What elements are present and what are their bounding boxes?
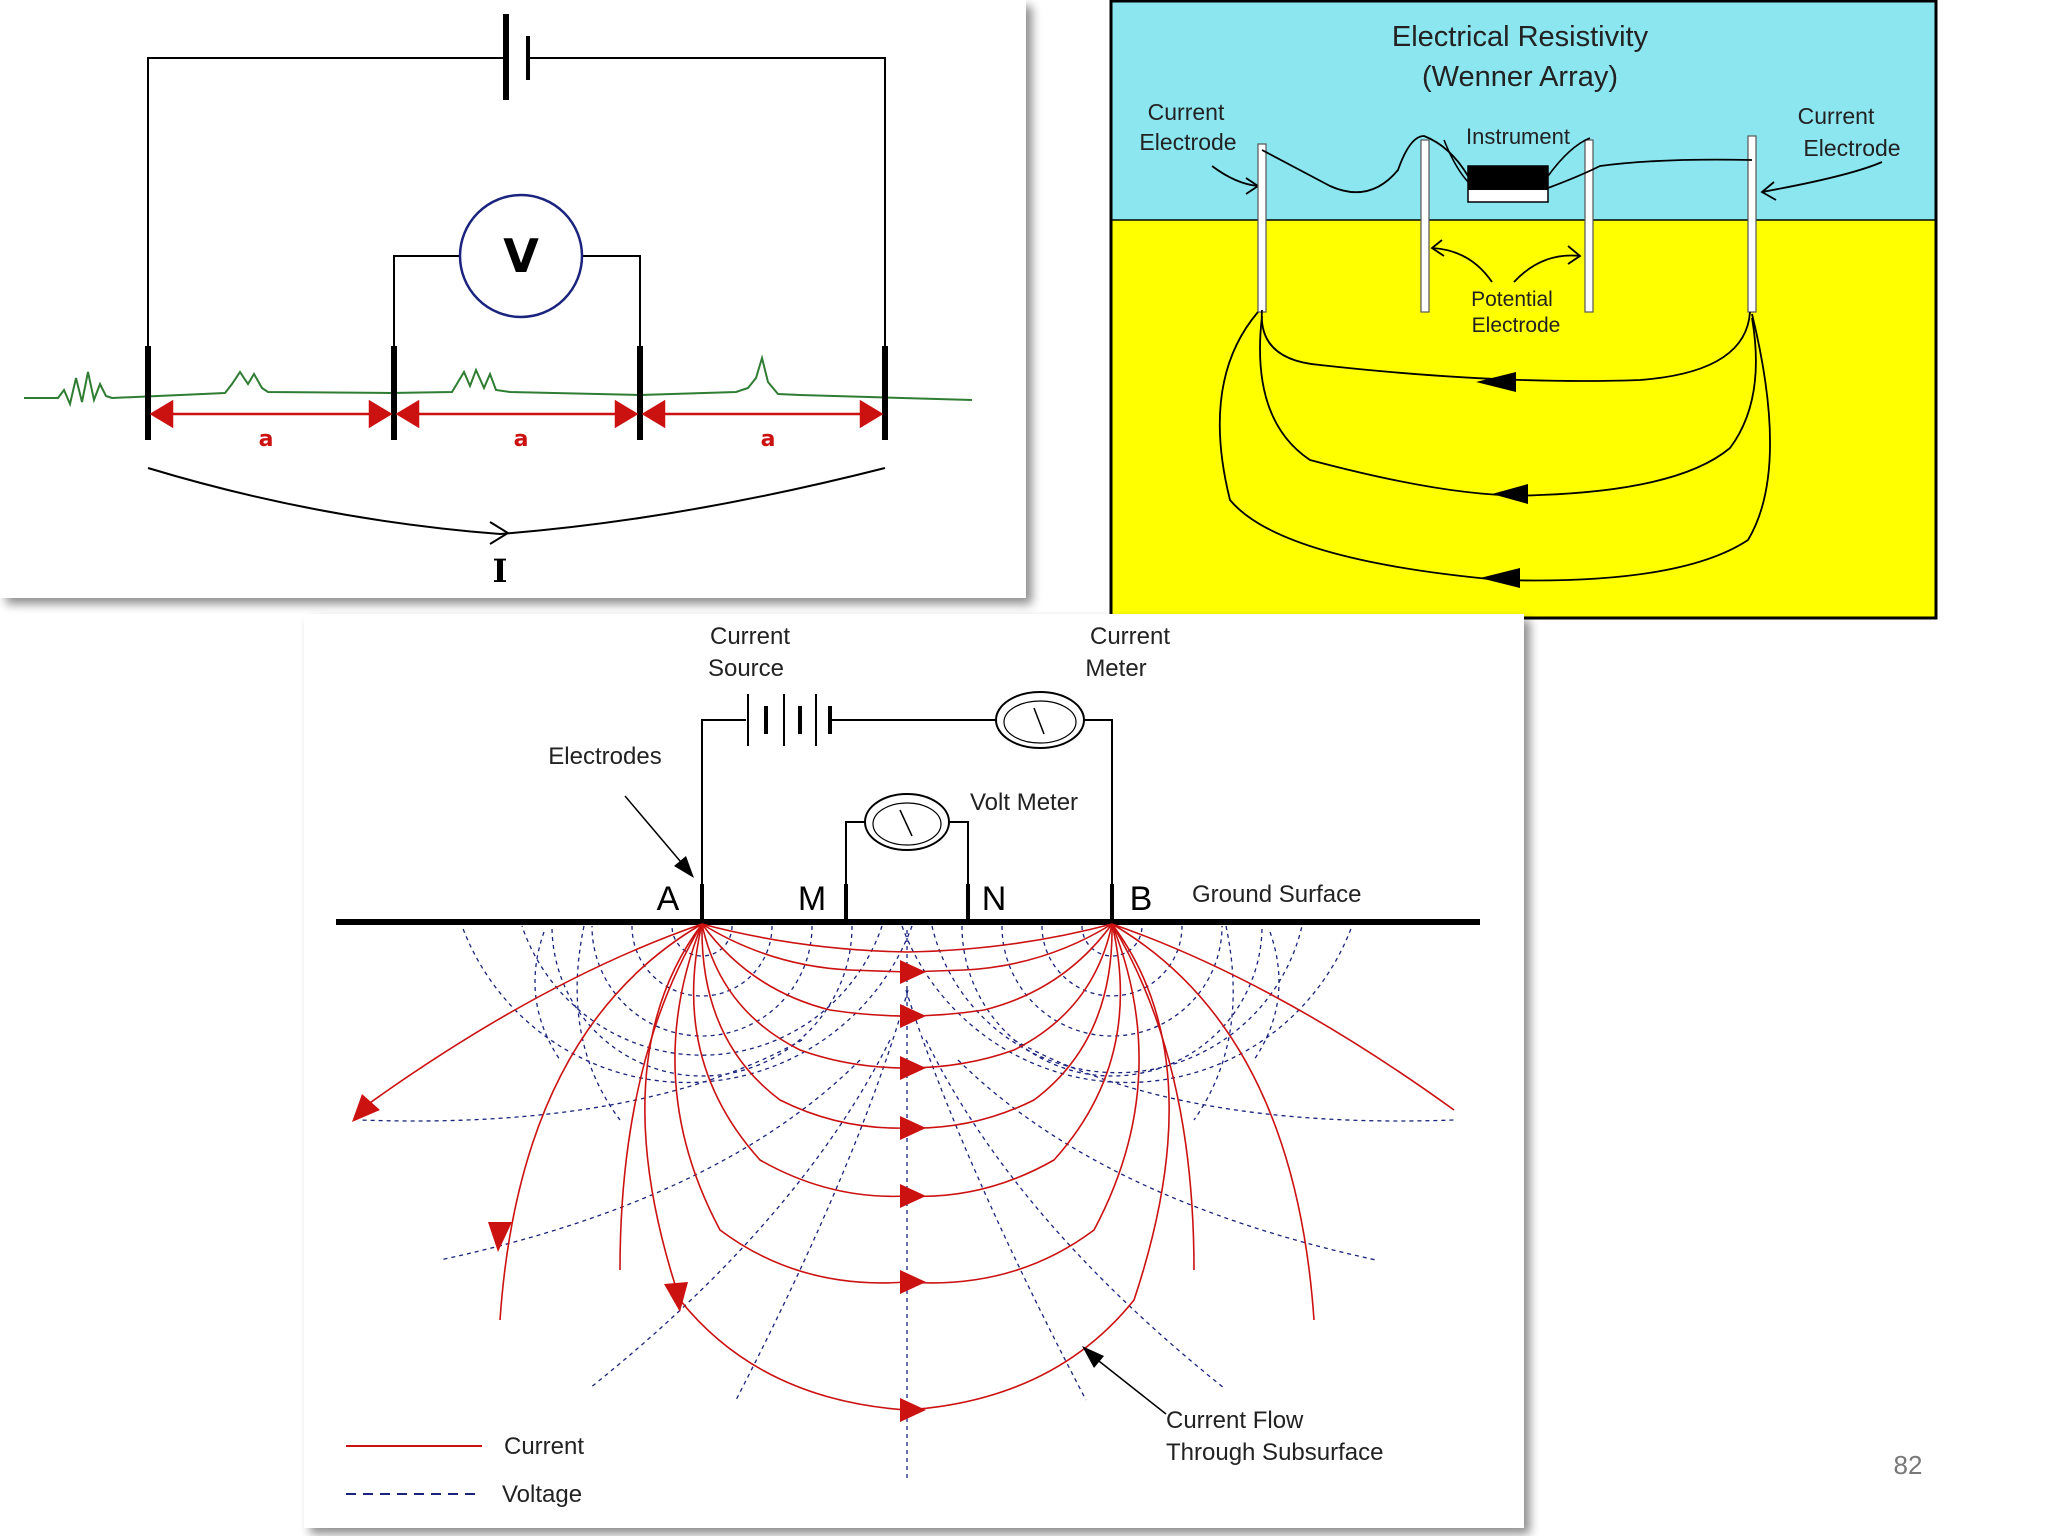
- pointer-arrow: [1082, 1346, 1104, 1368]
- circuit-wire: [147, 57, 506, 365]
- meter-icon: [995, 691, 1085, 749]
- electrode-label-n: N: [982, 880, 1007, 918]
- current-source-label: Current: [710, 623, 790, 650]
- ground-area: [1111, 220, 1936, 618]
- potential-electrode-label: Potential: [1471, 288, 1553, 311]
- current-flow-label: Current Flow: [1166, 1407, 1304, 1434]
- circuit-wire: [1084, 719, 1113, 920]
- current-electrode-label: Electrode: [1139, 129, 1236, 155]
- electrode-label-b: B: [1130, 880, 1153, 918]
- battery-icon: [747, 694, 832, 746]
- current-electrode-label: Current: [1148, 99, 1225, 125]
- pointer-arrow: [674, 856, 694, 878]
- panel-subtitle: (Wenner Array): [1422, 61, 1618, 93]
- ground-surface-label: Ground Surface: [1192, 881, 1361, 908]
- electrode: [1747, 135, 1757, 313]
- current-arrow: [489, 521, 510, 545]
- wire: [1443, 139, 1471, 185]
- spacing-label: a: [761, 427, 776, 452]
- volt-meter-label: Volt Meter: [970, 789, 1078, 816]
- panel-title: Electrical Resistivity: [1392, 21, 1649, 53]
- current-path: [147, 467, 886, 536]
- electrode-label-m: M: [798, 880, 826, 918]
- voltmeter-icon: V: [458, 193, 584, 319]
- current-label: I: [493, 552, 508, 590]
- instrument-label: Instrument: [1466, 124, 1570, 149]
- electrode: [1584, 139, 1594, 313]
- flow-arrow: [1480, 568, 1520, 588]
- voltmeter-label: V: [503, 229, 539, 283]
- legend: Current Voltage: [346, 1433, 584, 1508]
- current-meter-label: Meter: [1085, 655, 1146, 682]
- current-meter-label: Current: [1090, 623, 1170, 650]
- battery-icon: [503, 14, 530, 100]
- wenner-array-panel: Electrical Resistivity (Wenner Array) Cu…: [1109, 0, 1938, 620]
- current-electrode-label: Current: [1798, 103, 1875, 129]
- electrode-label-a: A: [657, 880, 680, 918]
- current-arrows: [352, 960, 926, 1422]
- spacing-label: a: [259, 427, 274, 452]
- spacing-dimension-arrows: [149, 399, 884, 429]
- current-flow-panel: Current Source Current Meter Electrodes …: [304, 614, 1524, 1528]
- flow-arrow: [1476, 372, 1516, 392]
- current-flow-label: Through Subsurface: [1166, 1439, 1383, 1466]
- circuit-wire: [528, 57, 886, 365]
- meter-icon: [864, 793, 950, 851]
- circuit-wire: [393, 255, 460, 365]
- electrodes-label: Electrodes: [548, 743, 661, 770]
- legend-voltage-label: Voltage: [502, 1481, 582, 1508]
- current-electrode-label: Electrode: [1803, 135, 1900, 161]
- flow-arrow: [1492, 484, 1528, 504]
- circuit-wire: [701, 719, 746, 920]
- instrument-icon: [1467, 165, 1549, 203]
- wire: [1261, 135, 1469, 194]
- spacing-label: a: [514, 427, 529, 452]
- page-number: 82: [1894, 1450, 1923, 1480]
- legend-current-label: Current: [504, 1433, 584, 1460]
- wire: [1547, 137, 1591, 177]
- electrode: [1257, 143, 1267, 313]
- potential-electrode-label: Electrode: [1472, 314, 1561, 337]
- resistor-icon: [24, 354, 973, 408]
- current-source-label: Source: [708, 655, 784, 682]
- electrode: [1420, 139, 1430, 313]
- wire: [1547, 158, 1753, 189]
- circuit-wire: [582, 255, 641, 365]
- wenner-circuit-panel: V a a a I: [0, 0, 1026, 598]
